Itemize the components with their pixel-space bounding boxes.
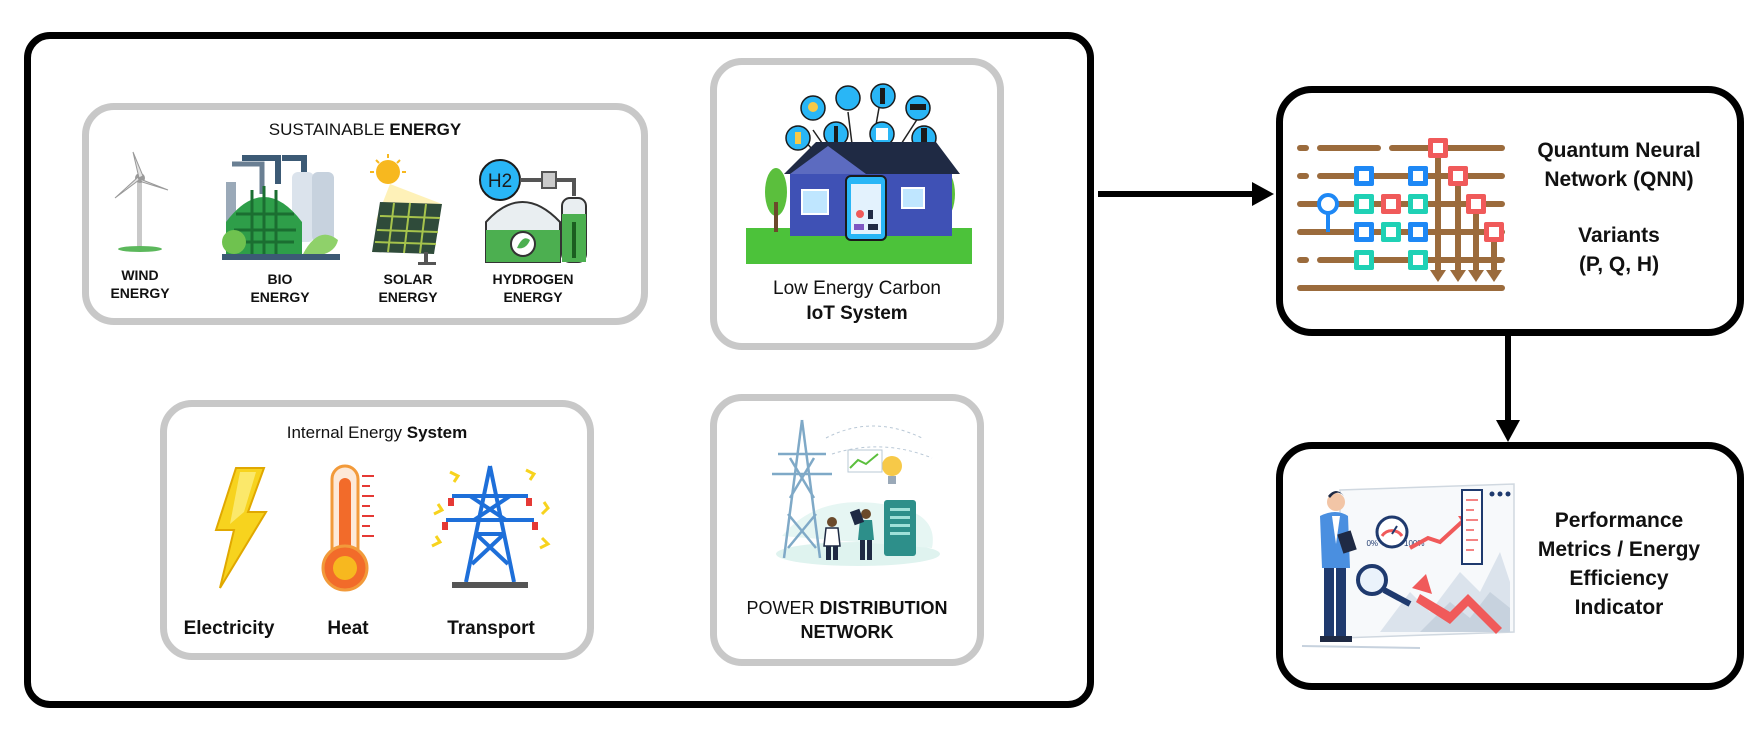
- wind-turbine-icon: [114, 151, 169, 252]
- lightning-bolt-icon: [214, 467, 268, 589]
- arrow-to-qnn: [1098, 182, 1274, 206]
- wind-energy-label: WIND ENERGY: [110, 267, 170, 301]
- hydrogen-energy-label: HYDROGEN ENERGY: [492, 271, 574, 305]
- performance-label: Performance Metrics / Energy Efficiency …: [1537, 509, 1701, 619]
- power-distribution-label: POWER DISTRIBUTION NETWORK: [746, 598, 948, 642]
- power-network-illustration-icon: [772, 419, 940, 566]
- solar-panel-icon: [370, 154, 442, 265]
- iot-label: Low Energy Carbon IoT System: [773, 278, 941, 324]
- arrow-to-performance: [1496, 334, 1520, 442]
- system-frame: [24, 32, 1094, 708]
- solar-energy-label: SOLAR ENERGY: [378, 271, 438, 305]
- analytics-illustration-icon: 0% 100%: [1301, 483, 1515, 649]
- transport-label: Transport: [447, 618, 535, 639]
- gauge-min-label: 0%: [1366, 539, 1378, 548]
- bio-plant-icon: [222, 155, 340, 260]
- sustainable-energy-panel: SUSTAINABLE ENERGY: [82, 103, 648, 325]
- qnn-label: Quantum Neural Network (QNN) Variants (P…: [1537, 139, 1701, 276]
- bio-energy-label: BIO ENERGY: [250, 271, 310, 305]
- smart-home-icon: [746, 83, 972, 264]
- panel-title: SUSTAINABLE ENERGY: [268, 120, 462, 139]
- thermometer-icon: [321, 464, 374, 592]
- panel-title: Internal Energy System: [286, 423, 468, 442]
- power-tower-icon: [431, 465, 551, 588]
- quantum-circuit-icon: [1297, 138, 1505, 291]
- heat-label: Heat: [327, 618, 369, 639]
- electricity-label: Electricity: [183, 618, 275, 639]
- h2-label: H2: [488, 171, 512, 192]
- hydrogen-tank-icon: H2: [479, 159, 587, 263]
